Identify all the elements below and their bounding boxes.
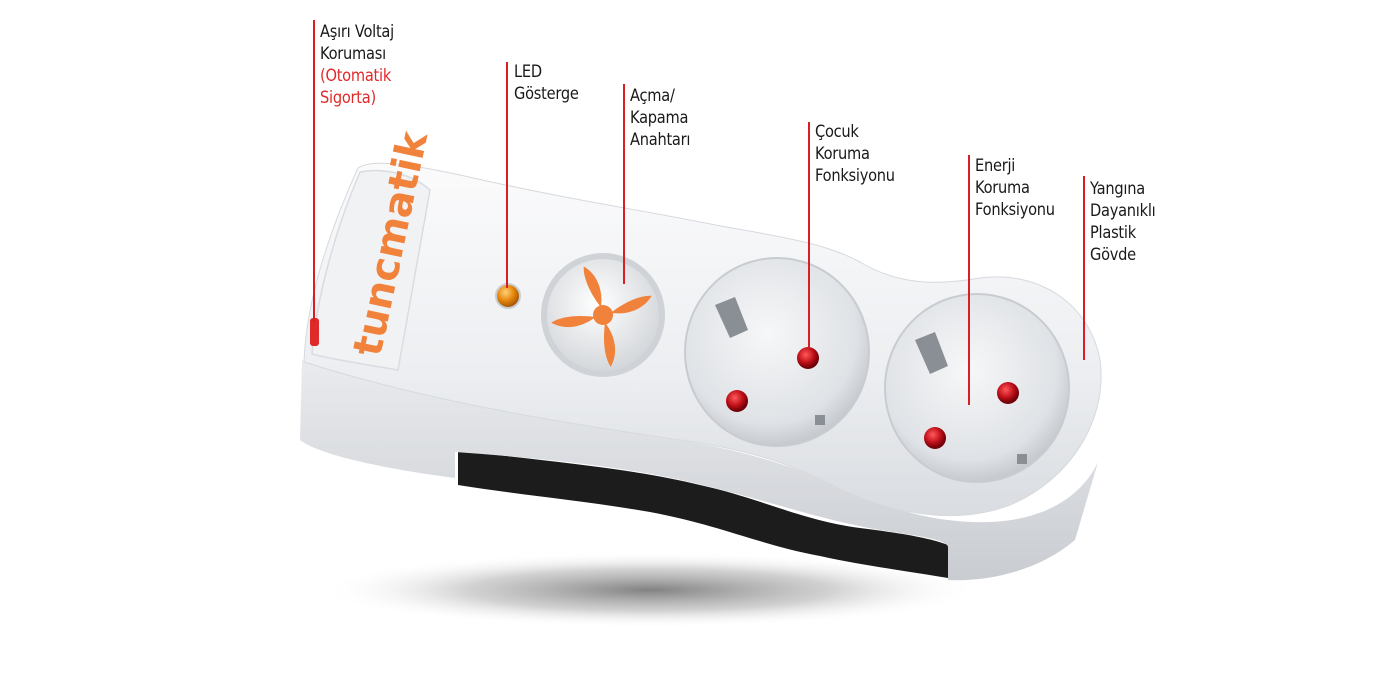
callout-line: Plastik: [1090, 223, 1136, 243]
leader-child: [808, 122, 810, 348]
callout-line: Enerji: [975, 156, 1016, 176]
callout-line: Koruma: [975, 178, 1030, 198]
callout-child-protection: Çocuk Koruma Fonksiyonu: [815, 121, 895, 187]
socket-1-pin-hole-top: [797, 347, 819, 369]
callout-line: Aşırı Voltaj: [320, 22, 394, 42]
leader-fire: [1083, 176, 1085, 360]
leader-overvoltage: [313, 20, 315, 322]
callout-switch: Açma/ Kapama Anahtarı: [630, 85, 690, 151]
fuse-button-icon: [310, 318, 319, 346]
socket-1-ground-tab: [815, 415, 825, 425]
callout-line: Çocuk: [815, 122, 859, 142]
socket-1: [684, 257, 870, 447]
callout-led: LED Gösterge: [514, 61, 579, 105]
led-indicator-icon: [495, 283, 521, 309]
callout-line: Açma/: [630, 86, 675, 106]
callout-line: Yangına: [1090, 179, 1145, 199]
leader-led: [506, 62, 508, 288]
socket-2: [884, 293, 1070, 483]
callout-line: Gösterge: [514, 84, 579, 104]
switch-cross-icon: [551, 266, 652, 367]
floor-shadow: [320, 552, 980, 628]
socket-1-pin-hole-bottom: [726, 390, 748, 412]
callout-accent-line: Sigorta): [320, 88, 376, 108]
callout-line: Fonksiyonu: [975, 200, 1055, 220]
callout-overvoltage: Aşırı Voltaj Koruması (Otomatik Sigorta): [320, 21, 394, 109]
callout-energy-protection: Enerji Koruma Fonksiyonu: [975, 155, 1055, 221]
callout-line: Koruması: [320, 44, 386, 64]
callout-fire-resistant: Yangına Dayanıklı Plastik Gövde: [1090, 178, 1156, 266]
leader-switch: [623, 84, 625, 284]
callout-line: Koruma: [815, 144, 870, 164]
base-band: [458, 452, 948, 578]
socket-2-pin-hole-top: [997, 382, 1019, 404]
callout-line: LED: [514, 62, 542, 82]
socket-2-pin-hole-bottom: [924, 427, 946, 449]
socket-2-ground-clip-icon: [915, 332, 948, 374]
leader-energy: [968, 155, 970, 405]
callout-accent-line: (Otomatik: [320, 66, 392, 86]
socket-1-ground-clip-icon: [715, 297, 748, 338]
callout-line: Gövde: [1090, 245, 1136, 265]
body-side: [300, 360, 1098, 581]
callout-line: Fonksiyonu: [815, 166, 895, 186]
callout-line: Anahtarı: [630, 130, 691, 150]
logo-panel: [311, 169, 431, 371]
socket-2-ground-tab: [1017, 454, 1027, 464]
callout-line: Dayanıklı: [1090, 201, 1156, 221]
callout-line: Kapama: [630, 108, 689, 128]
